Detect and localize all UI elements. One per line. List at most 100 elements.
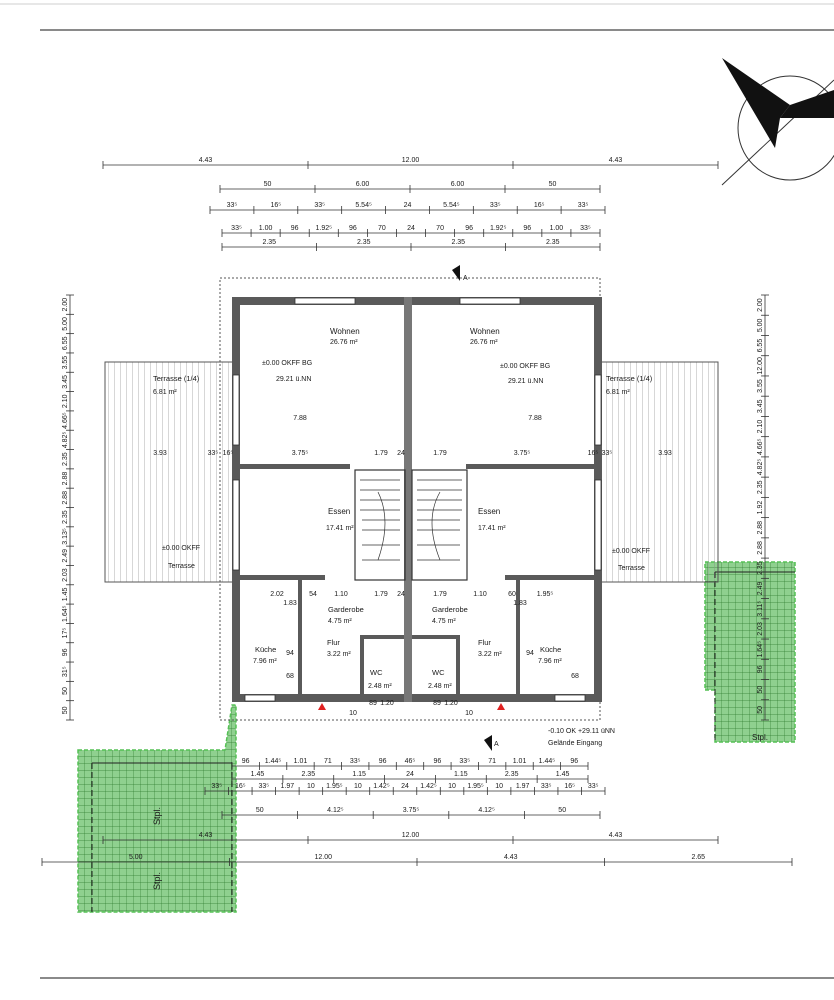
room-flur-left: Flur [327,638,340,647]
dim-top3-label: 33⁵ [490,202,501,209]
dim-left-label: 96 [62,648,69,656]
dim-bot1-label: 96 [379,758,387,765]
dim-inner-label: 1.79 [433,450,447,457]
dim-bot3-label: 1.97 [281,783,295,790]
dim-top4-label: 1.92⁵ [316,225,333,232]
dim-left-label: 4.66⁵ [62,412,69,429]
dim-inner-label: 68 [286,673,294,680]
section-label-top: A [463,275,468,282]
room-flur-left-area: 3.22 m² [327,651,351,658]
dim-right-label: 5.00 [757,318,764,332]
dim-bot3-label: 10 [354,783,362,790]
dim-bot2-label: 2.35 [301,771,315,778]
dim-bot3-label: 16⁵ [564,783,575,790]
dim-top2-label: 6.00 [451,181,465,188]
dim-inner-label: 7.88 [528,415,542,422]
room-wc-left-area: 2.48 m² [368,683,392,690]
room-kueche-left-area: 7.96 m² [253,658,277,665]
dim-top3-label: 16⁵ [270,202,281,209]
dim-right-label: 2.00 [757,298,764,312]
dim-top4-label: 96 [349,225,357,232]
dim-top4-label: 96 [465,225,473,232]
level-okff-left: ±0.00 OKFF [162,545,200,552]
terrace-area-left: 6.81 m² [153,389,177,396]
dim-bot4-label: 4.12⁵ [327,807,344,814]
room-garderobe-right: Garderobe [432,605,468,614]
dim-inner-label: 1.79 [374,450,388,457]
windows [232,297,602,702]
dim-bot3-label: 33⁵ [541,783,552,790]
dim-top5-label: 2.35 [357,239,371,246]
parking-label-right: Stpl. [752,733,768,742]
room-essen-left: Essen [328,507,350,516]
dim-bot1-label: 1.44⁵ [539,758,556,765]
dim-left-label: 4.82⁵ [62,432,69,449]
section-marker-bottom-icon [484,735,492,751]
dim-bot1-label: 33⁵ [459,758,470,765]
dim-top4-label: 1.92⁵ [490,225,507,232]
dim-inner-label: 3.93 [658,450,672,457]
dim-top4-label: 33⁵ [231,225,242,232]
terrace2-label-right: Terrasse [618,565,645,572]
dim-right-label: 2.88 [757,521,764,535]
dim-left-label: 5.00 [62,317,69,331]
dim-bot3-label: 1.95⁵ [467,783,484,790]
room-wc-left: WC [370,668,383,677]
dim-left-label: 31⁵ [62,666,69,677]
entrance-arrow-left-icon [318,703,326,710]
dim-right-label: 6.55 [757,339,764,353]
level-okff-bg-left: ±0.00 OKFF BG [262,360,312,367]
dim-bot3-label: 24 [401,783,409,790]
room-wohnen-left-area: 26.76 m² [330,339,358,346]
dim-top1-label: 4.43 [199,157,213,164]
dim-top1-label: 12.00 [402,157,420,164]
dim-bot1-label: 1.01 [513,758,527,765]
dim-right-label: 2.10 [757,420,764,434]
dim-bot3-label: 10 [307,783,315,790]
room-wc-right-area: 2.48 m² [428,683,452,690]
room-wohnen-right: Wohnen [470,327,500,336]
dim-left-label: 50 [62,687,69,695]
dim-inner-label: 89 [369,700,377,707]
dim-top5-label: 2.35 [451,239,465,246]
dim-bot1-label: 71 [488,758,496,765]
dim-inner-label: 68 [571,673,579,680]
dim-bot5-label: 4.43 [609,832,623,839]
dim-right-label: 3.11⁵ [757,601,764,617]
dim-bot3-label: 33⁵ [258,783,269,790]
dim-inner-label: 1.83 [283,600,297,607]
dim-top4-label: 96 [291,225,299,232]
dim-bot6-label: 4.43 [504,854,518,861]
dim-inner-label: 94 [526,650,534,657]
section-marker-top-icon [452,265,460,281]
room-kueche-left: Küche [255,645,276,654]
dim-bot1-label: 1.44⁵ [265,758,282,765]
dim-top4-label: 1.00 [550,225,564,232]
level-okff-right: ±0.00 OKFF [612,548,650,555]
terrace-left [104,361,236,583]
room-essen-right: Essen [478,507,500,516]
level-nn-left: 29.21 ü.NN [276,376,311,383]
dim-inner-label: 1.83 [513,600,527,607]
terrace2-label-left: Terrasse [168,563,195,570]
dim-bot2-label: 1.15 [352,771,366,778]
room-essen-right-area: 17.41 m² [478,525,506,532]
room-garderobe-left: Garderobe [328,605,364,614]
dim-bot3-label: 33⁵ [211,783,222,790]
room-kueche-right-area: 7.96 m² [538,658,562,665]
dim-left-label: 2.35 [62,452,69,466]
dim-bot6-label: 2.65 [691,854,705,861]
room-garderobe-right-area: 4.75 m² [432,618,456,625]
dim-left-label: 2.35 [62,510,69,524]
dim-right-label: 2.03 [757,622,764,636]
dim-top2-label: 50 [264,181,272,188]
dim-bot3-label: 10 [495,783,503,790]
dim-inner-label: 2.02 [270,591,284,598]
dim-top4-label: 96 [523,225,531,232]
dim-bot1-label: 46⁵ [405,758,416,765]
dim-top3-label: 16⁵ [534,202,545,209]
dim-left-label: 1.45 [62,588,69,602]
dim-inner-label: 3.93 [153,450,167,457]
